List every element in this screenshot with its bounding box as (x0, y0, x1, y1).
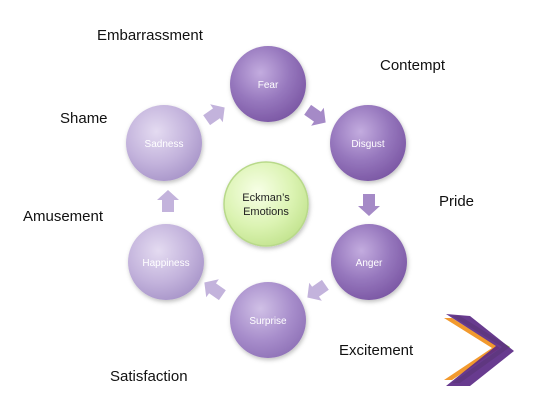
node-anger: Anger (331, 224, 407, 300)
center-label-line1: Eckman’s (242, 192, 290, 204)
label-contempt: Contempt (380, 57, 446, 74)
node-fear: Fear (230, 46, 306, 122)
chevron-logo-icon (444, 314, 514, 386)
arrow-surprise-to-happiness (204, 279, 226, 301)
label-amusement: Amusement (23, 208, 104, 225)
arrow-happiness-to-sadness (157, 190, 179, 212)
node-sadness: Sadness (126, 105, 202, 181)
center-label-line2: Emotions (243, 206, 289, 218)
label-satisfaction: Satisfaction (110, 368, 188, 385)
node-sadness-label: Sadness (145, 139, 184, 150)
node-disgust-label: Disgust (351, 139, 385, 150)
node-anger-label: Anger (356, 258, 383, 269)
node-disgust: Disgust (330, 105, 406, 181)
node-happiness-label: Happiness (142, 258, 189, 269)
label-excitement: Excitement (339, 342, 414, 359)
arrow-sadness-to-fear (203, 104, 225, 126)
node-happiness: Happiness (128, 224, 204, 300)
node-surprise: Surprise (230, 282, 306, 358)
node-surprise-label: Surprise (249, 316, 287, 327)
label-shame: Shame (60, 110, 108, 127)
arrow-disgust-to-anger (358, 194, 380, 216)
arrow-anger-to-surprise (307, 279, 329, 301)
arrow-fear-to-disgust (304, 104, 326, 126)
center-node: Eckman’s Emotions (223, 161, 309, 247)
node-fear-label: Fear (258, 80, 279, 91)
label-embarrassment: Embarrassment (97, 27, 203, 44)
label-pride: Pride (439, 193, 475, 210)
